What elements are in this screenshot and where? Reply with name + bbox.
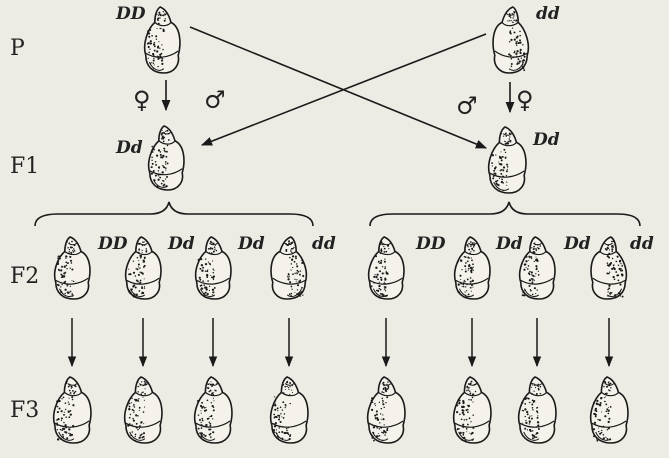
f2-snail-2	[124, 236, 162, 300]
f2-left-genotype-3: Dd	[238, 234, 265, 254]
brace-left	[34, 201, 314, 227]
f2-snail-1	[53, 236, 91, 300]
snails	[52, 6, 629, 444]
f2-snail-3	[194, 236, 232, 300]
f2-snail-4	[270, 236, 308, 300]
f1-snail-right	[487, 126, 527, 194]
f2-left-genotype-2: Dd	[168, 234, 195, 254]
connectors	[34, 26, 641, 227]
cross-arrow-dd-to-left-f1	[200, 33, 487, 146]
f2-snail-8	[590, 236, 628, 300]
parent-snail-right	[492, 6, 530, 74]
f2-left-genotype-1: DD	[98, 234, 128, 254]
f2-snail-7	[518, 236, 556, 300]
f2-left-genotype-4: dd	[312, 234, 336, 254]
male-symbol-left: ♂	[204, 86, 226, 114]
f2-snail-6	[453, 236, 491, 300]
f1-left-genotype: Dd	[116, 138, 143, 158]
f2-to-f3-arrows	[67, 318, 614, 368]
f3-snail-4	[269, 376, 309, 444]
f3-snail-5	[366, 376, 406, 444]
parent-left-genotype: DD	[116, 4, 146, 24]
f2-right-genotype-4: dd	[630, 234, 654, 254]
f3-snail-8	[589, 376, 629, 444]
parent-right-genotype: dd	[536, 4, 560, 24]
f1-snail-left	[147, 125, 185, 191]
f2-right-genotype-2: Dd	[496, 234, 523, 254]
f3-snail-6	[452, 376, 492, 444]
f3-snail-1	[52, 376, 92, 444]
brace-right	[369, 201, 641, 227]
f1-right-genotype: Dd	[533, 130, 560, 150]
parent-snail-left	[143, 6, 181, 74]
f2-right-genotype-3: Dd	[564, 234, 591, 254]
cross-arrow-dd-to-right-f1	[189, 26, 488, 149]
generation-label-p: P	[10, 36, 25, 61]
f3-snail-2	[123, 376, 163, 444]
f3-snail-3	[193, 376, 233, 444]
generation-label-f2: F2	[10, 264, 40, 289]
f2-right-genotype-1: DD	[416, 234, 446, 254]
generation-label-f3: F3	[10, 398, 40, 423]
female-symbol-left: ♀	[133, 86, 151, 114]
f3-snail-7	[517, 376, 557, 444]
f2-snail-5	[367, 236, 405, 300]
generation-label-f1: F1	[10, 154, 40, 179]
female-symbol-right: ♀	[516, 86, 534, 114]
male-symbol-right: ♂	[456, 92, 478, 120]
